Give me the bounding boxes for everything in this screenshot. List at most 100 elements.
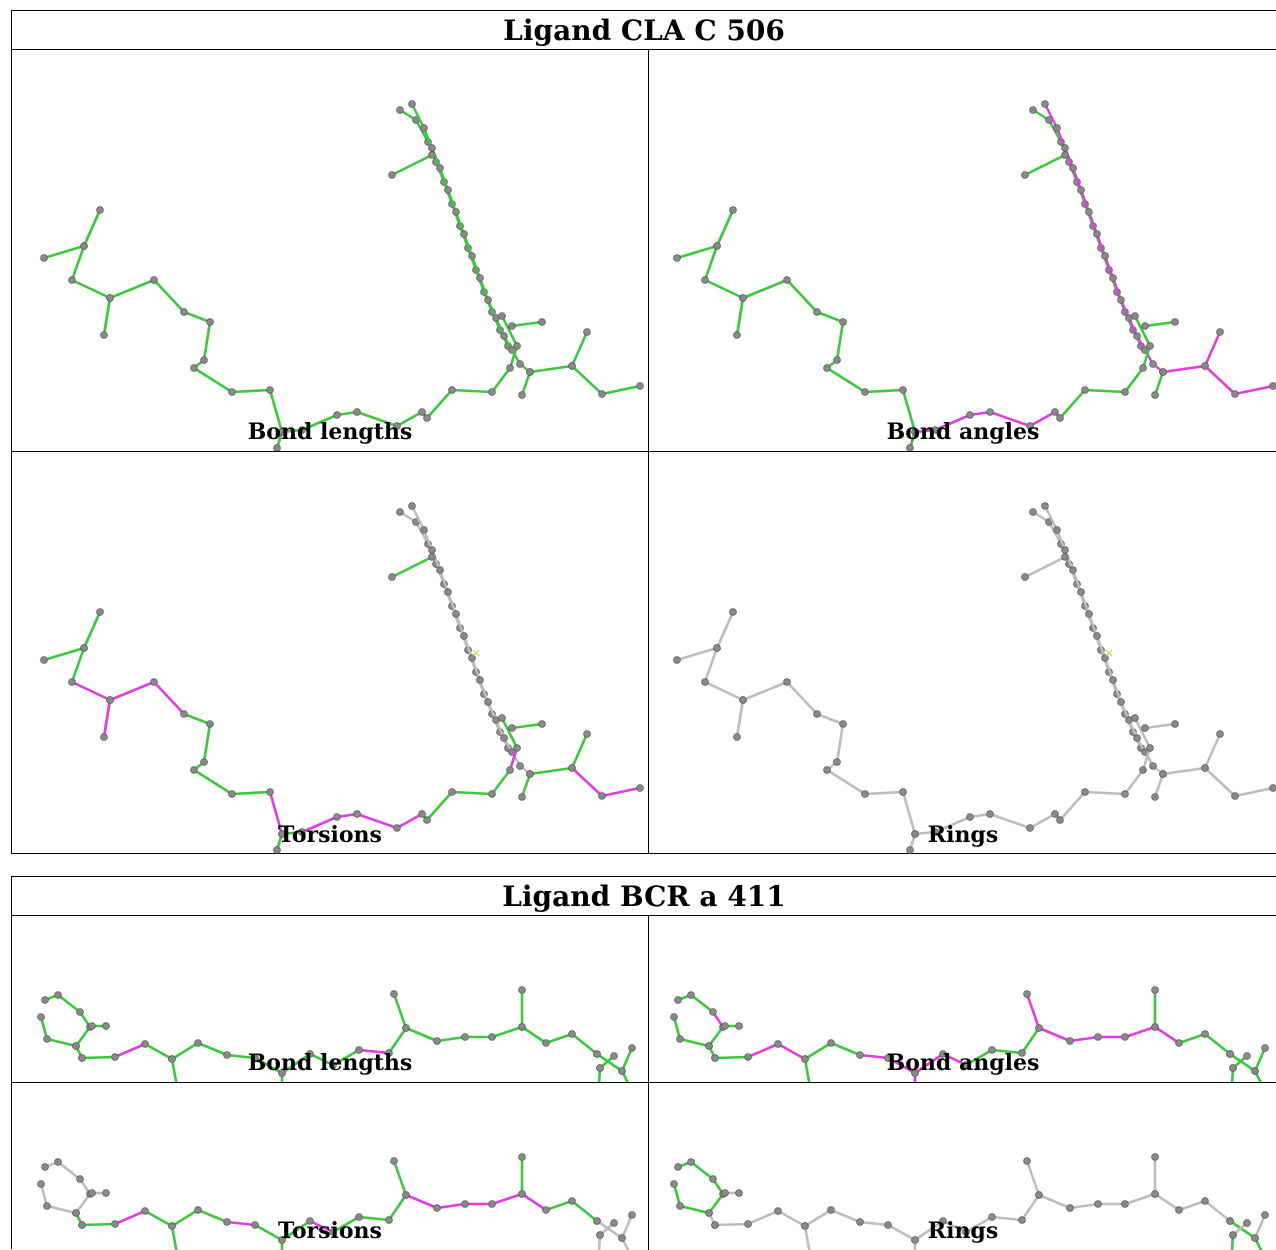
phytyl-chain-atom (200, 356, 208, 364)
side-group-atom (1269, 784, 1276, 792)
methyl-group-atom (1151, 1023, 1159, 1031)
ionone-ring-left-bond (689, 993, 715, 1014)
phytyl-chain-atom (418, 810, 426, 818)
polyene-chain-bond (225, 1220, 257, 1227)
polyene-chain-bond (520, 1025, 548, 1045)
polyene-chain-bond (941, 1219, 968, 1234)
macrocycle-atom (1109, 274, 1117, 282)
phytyl-chain-atom (96, 608, 104, 616)
macrocycle-atom (476, 676, 484, 684)
side-group-bond (570, 330, 589, 368)
phytyl-chain-bond (192, 768, 234, 796)
ionone-ring-left-atom (687, 1158, 695, 1166)
polyene-chain-atom (488, 1200, 496, 1208)
phytyl-chain-bond (703, 244, 719, 282)
polyene-chain-bond (170, 1041, 200, 1061)
side-group-atom (1021, 573, 1029, 581)
polyene-chain-bond (803, 1041, 833, 1061)
methyl-group-bond (170, 1057, 178, 1082)
macrocycle-bond (462, 232, 474, 258)
phytyl-chain-bond (508, 344, 519, 370)
polyene-chain-atom (988, 1213, 996, 1221)
side-group-bond (510, 320, 544, 328)
cla-bond-angles-panel: Bond angles (649, 50, 1276, 452)
macrocycle-bond (1071, 568, 1083, 594)
polyene-chain-bond (435, 1035, 467, 1043)
polyene-chain-bond (941, 1052, 968, 1067)
phytyl-chain-atom (701, 678, 709, 686)
methyl-group-atom (1151, 1153, 1159, 1161)
phytyl-chain-atom (1081, 386, 1089, 394)
polyene-chain-bond (80, 1055, 117, 1060)
macrocycle-atom (484, 296, 492, 304)
phytyl-chain-bond (230, 388, 272, 394)
phytyl-chain-atom (729, 206, 737, 214)
methyl-group-atom (78, 1221, 86, 1229)
methyl-group-bond (620, 1213, 634, 1240)
phytyl-chain-bond (202, 722, 212, 764)
polyene-chain-atom (1094, 1200, 1102, 1208)
macrocycle-atom (468, 252, 476, 260)
methyl-group-atom (596, 1231, 604, 1239)
phytyl-chain-bond (70, 278, 112, 300)
methyl-group-atom (1023, 1157, 1031, 1165)
phytyl-chain-atom (899, 788, 907, 796)
phytyl-chain-bond (1123, 768, 1145, 796)
side-group-atom (1269, 382, 1276, 390)
phytyl-chain-atom (673, 254, 681, 262)
ionone-ring-left-bond (672, 1015, 682, 1041)
ionone-ring-right-bond (595, 1052, 624, 1073)
side-group-atom (538, 318, 546, 326)
ionone-ring-right-bond (1228, 1219, 1257, 1240)
polyene-chain-atom (194, 1206, 202, 1214)
polyene-chain-atom (542, 1039, 550, 1047)
methyl-group-atom (801, 1222, 809, 1230)
side-group-atom (1216, 328, 1224, 336)
phytyl-chain-atom (393, 422, 401, 430)
phytyl-chain-bond (988, 410, 1032, 428)
phytyl-chain-bond (1133, 314, 1152, 348)
polyene-chain-atom (1018, 1049, 1026, 1057)
side-group-atom (583, 328, 591, 336)
polyene-chain-bond (776, 1042, 807, 1061)
methyl-group-atom (102, 1189, 110, 1197)
magnesium-atom-label: × (471, 646, 481, 660)
phytyl-chain-atom (498, 312, 506, 320)
phytyl-chain-atom (813, 710, 821, 718)
polyene-chain-bond (404, 1026, 439, 1043)
polyene-chain-bond (113, 1042, 147, 1059)
polyene-chain-bond (1020, 1193, 1041, 1222)
side-group-bond (520, 772, 532, 799)
polyene-chain-bond (80, 1222, 117, 1227)
phytyl-chain-atom (448, 788, 456, 796)
phytyl-chain-atom (266, 788, 274, 796)
macrocycle-bond (1103, 656, 1115, 682)
phytyl-chain-bond (230, 790, 272, 796)
methyl-group-bond (803, 1057, 811, 1082)
phytyl-chain-atom (713, 644, 721, 652)
macrocycle-bond (446, 188, 458, 214)
methyl-group-atom (618, 1067, 626, 1075)
side-group-bond (1023, 153, 1067, 177)
polyene-chain-atom (884, 1054, 892, 1062)
phytyl-chain-bond (1133, 716, 1152, 750)
side-group-atom (1201, 362, 1209, 370)
polyene-chain-atom (306, 1217, 314, 1225)
side-group-bond (570, 732, 589, 770)
polyene-chain-atom (774, 1040, 782, 1048)
methyl-group-atom (278, 1236, 286, 1244)
side-group-bond (528, 766, 574, 776)
side-group-atom (518, 793, 526, 801)
phytyl-chain-atom (190, 766, 198, 774)
polyene-chain-atom (433, 1037, 441, 1045)
phytyl-chain-atom (266, 386, 274, 394)
ionone-ring-left-bond (74, 1025, 92, 1048)
phytyl-chain-bond (735, 296, 745, 337)
phytyl-chain-atom (353, 810, 361, 818)
phytyl-chain-atom (513, 342, 521, 350)
polyene-chain-atom (1175, 1039, 1183, 1047)
phytyl-chain-atom (986, 408, 994, 416)
macrocycle-bond (1087, 210, 1099, 236)
polyene-chain-bond (913, 1219, 945, 1242)
phytyl-chain-bond (703, 646, 719, 684)
